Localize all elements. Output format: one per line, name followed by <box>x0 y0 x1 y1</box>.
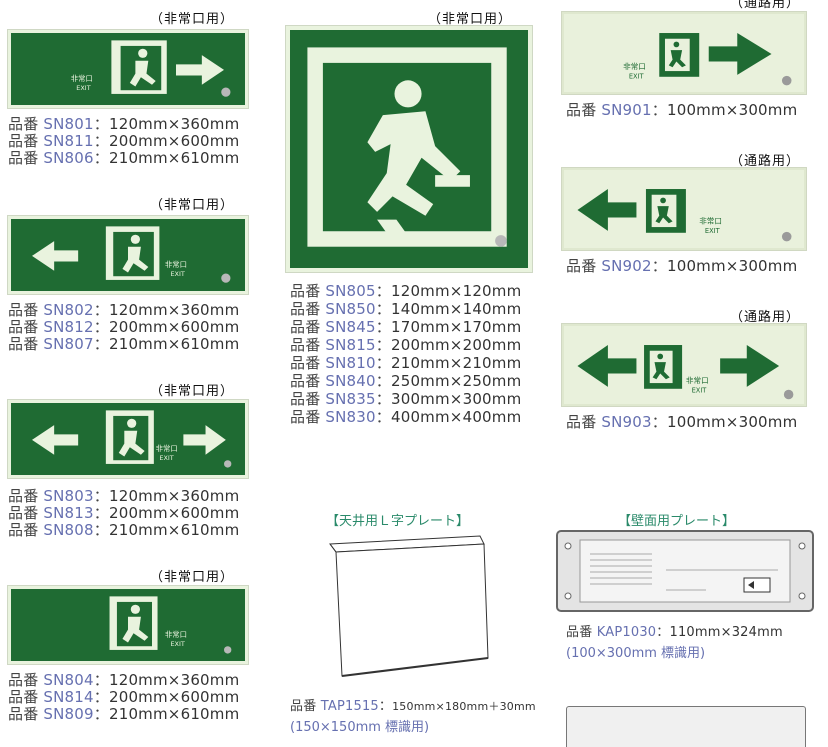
exit-sign-sn804: 非常口 EXIT <box>8 586 248 664</box>
spec-row: 品番 SN810：210mm×210mm <box>290 354 522 372</box>
svg-text:非常口: 非常口 <box>71 74 93 83</box>
spec-row: 品番 SN902：100mm×300mm <box>566 257 798 275</box>
svg-text:EXIT: EXIT <box>76 84 90 92</box>
spec-list-p2: 品番 SN902：100mm×300mm <box>566 258 797 275</box>
spec-list-3: 品番 SN803：120mm×360mm 品番 SN813：200mm×600m… <box>8 488 239 539</box>
spec-row: 品番 SN808：210mm×610mm <box>8 521 240 539</box>
svg-text:EXIT: EXIT <box>170 270 184 278</box>
ceiling-plate-title: 【天井用Ｌ字プレート】 <box>326 514 470 529</box>
spec-row: 品番 SN835：300mm×300mm <box>290 390 522 408</box>
spec-row: 品番 SN809：210mm×610mm <box>8 705 240 723</box>
caption-passage-1: （通路用） <box>730 0 801 11</box>
exit-running-man-right-arrow-icon: 非常口 EXIT <box>71 40 231 97</box>
spec-row: 品番 SN830：400mm×400mm <box>290 408 522 426</box>
spec-row: 品番 SN901：100mm×300mm <box>566 101 798 119</box>
spec-row: 品番 SN903：100mm×300mm <box>566 413 798 431</box>
caption-emergency-4: （非常口用） <box>150 570 235 585</box>
spec-list-2: 品番 SN802：120mm×360mm 品番 SN812：200mm×600m… <box>8 302 239 353</box>
caption-emergency-square: （非常口用） <box>428 12 513 27</box>
exit-sign-sn803: 非常口 EXIT <box>8 400 248 478</box>
wall-plate-spec: 品番 KAP1030：110mm×324mm <box>566 625 783 640</box>
svg-text:非常口: 非常口 <box>165 260 187 269</box>
spec-row: 品番 SN811：200mm×600mm <box>8 132 240 150</box>
ceiling-plate-note: (150×150mm 標識用) <box>290 720 430 735</box>
passage-sign-sn901: 非常口 EXIT <box>562 12 806 94</box>
left-arrow-exit-passage-icon: 非常口 EXIT <box>577 189 792 242</box>
spec-row: 品番 SN812：200mm×600mm <box>8 318 240 336</box>
wall-plate-note: (100×300mm 標識用) <box>566 646 706 661</box>
exit-left-arrow-running-man-icon: 非常口 EXIT <box>32 226 231 283</box>
caption-passage-3: （通路用） <box>730 310 801 325</box>
caption-emergency-3: （非常口用） <box>150 384 235 399</box>
spec-list-1: 品番 SN801：120mm×360mm 品番 SN811：200mm×600m… <box>8 116 239 167</box>
spec-list-p3: 品番 SN903：100mm×300mm <box>566 414 797 431</box>
svg-text:非常口: 非常口 <box>686 375 709 385</box>
exit-left-right-arrow-icon: 非常口 EXIT <box>32 410 232 468</box>
exit-sign-sn801: 非常口 EXIT <box>8 30 248 108</box>
exit-sign-square <box>286 26 532 272</box>
caption-emergency-2: （非常口用） <box>150 198 235 213</box>
spec-row: 品番 SN805：120mm×120mm <box>290 282 522 300</box>
spec-list-square: 品番 SN805：120mm×120mm 品番 SN850：140mm×140m… <box>290 282 521 426</box>
spec-row: 品番 SN814：200mm×600mm <box>8 688 240 706</box>
left-right-arrow-exit-passage-icon: 非常口 EXIT <box>577 345 794 400</box>
passage-sign-sn903: 非常口 EXIT <box>562 324 806 406</box>
svg-text:非常口: 非常口 <box>623 61 646 71</box>
spec-list-p1: 品番 SN901：100mm×300mm <box>566 102 797 119</box>
spec-row: 品番 SN801：120mm×360mm <box>8 115 240 133</box>
caption-emergency-1: （非常口用） <box>150 12 235 27</box>
svg-text:EXIT: EXIT <box>629 73 645 81</box>
partial-plate-image <box>566 706 806 747</box>
wall-plate-title: 【壁面用プレート】 <box>618 514 736 529</box>
caption-passage-2: （通路用） <box>730 154 801 169</box>
svg-text:EXIT: EXIT <box>692 387 708 395</box>
svg-text:EXIT: EXIT <box>159 454 173 462</box>
spec-row: 品番 SN850：140mm×140mm <box>290 300 522 318</box>
svg-text:非常口: 非常口 <box>156 444 178 453</box>
spec-row: 品番 SN802：120mm×360mm <box>8 301 240 319</box>
spec-row: 品番 SN845：170mm×170mm <box>290 318 522 336</box>
exit-door-running-man-icon <box>307 47 507 247</box>
svg-text:EXIT: EXIT <box>170 640 184 648</box>
spec-row: 品番 SN815：200mm×200mm <box>290 336 522 354</box>
spec-list-4: 品番 SN804：120mm×360mm 品番 SN814：200mm×600m… <box>8 672 239 723</box>
spec-row: 品番 SN840：250mm×250mm <box>290 372 522 390</box>
spec-row: 品番 SN807：210mm×610mm <box>8 335 240 353</box>
ceiling-plate-spec: 品番 TAP1515：150mm×180mm＋30mm <box>290 699 536 714</box>
wall-plate-icon <box>556 530 814 612</box>
spec-row: 品番 SN803：120mm×360mm <box>8 487 240 505</box>
spec-row: 品番 SN804：120mm×360mm <box>8 671 240 689</box>
spec-row: 品番 SN813：200mm×600mm <box>8 504 240 522</box>
spec-row: 品番 SN806：210mm×610mm <box>8 149 240 167</box>
passage-sign-sn902: 非常口 EXIT <box>562 168 806 250</box>
svg-text:EXIT: EXIT <box>705 227 721 235</box>
exit-right-arrow-passage-icon: 非常口 EXIT <box>623 33 792 86</box>
exit-running-man-icon: 非常口 EXIT <box>109 596 232 654</box>
ceiling-l-plate-icon <box>329 535 489 677</box>
svg-text:非常口: 非常口 <box>165 630 187 639</box>
svg-text:非常口: 非常口 <box>699 215 722 225</box>
exit-sign-sn802: 非常口 EXIT <box>8 216 248 294</box>
